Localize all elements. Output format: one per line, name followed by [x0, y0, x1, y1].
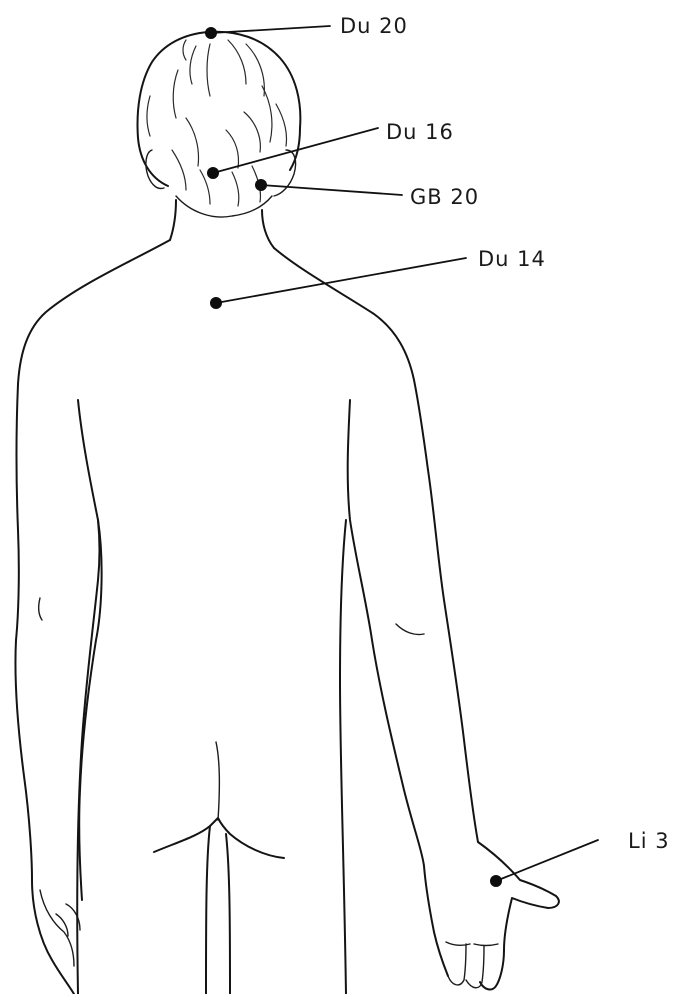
- right-arm-inner: [348, 400, 424, 866]
- head-outline: [138, 32, 301, 186]
- hair-strands: [147, 40, 287, 206]
- du20-label: Du 20: [340, 14, 408, 38]
- left-torso-side: [77, 520, 99, 994]
- acupoint-du20[interactable]: Du 20: [205, 14, 408, 39]
- gb20-point[interactable]: [255, 179, 267, 191]
- du14-point[interactable]: [210, 297, 222, 309]
- right-shoulder-arm: [274, 248, 478, 842]
- nape-hairline: [176, 196, 272, 217]
- du14-leader: [216, 258, 466, 303]
- neck-left: [170, 200, 176, 240]
- gb20-leader: [261, 185, 402, 195]
- acupoint-gb20[interactable]: GB 20: [255, 179, 479, 209]
- neck-right: [262, 210, 274, 248]
- du20-leader: [211, 26, 330, 33]
- right-leg-inner: [226, 834, 230, 994]
- gluteal-fold: [154, 818, 284, 858]
- du16-label: Du 16: [386, 120, 454, 144]
- gb20-label: GB 20: [410, 185, 479, 209]
- acupoint-li3[interactable]: Li 3: [490, 829, 670, 887]
- left-leg-inner: [206, 826, 210, 994]
- du16-point[interactable]: [207, 167, 219, 179]
- left-shoulder-arm: [15, 240, 170, 994]
- left-elbow-crease: [39, 598, 42, 620]
- du20-point[interactable]: [205, 27, 217, 39]
- li3-point[interactable]: [490, 875, 502, 887]
- acupoint-du14[interactable]: Du 14: [210, 247, 546, 309]
- li3-leader: [496, 840, 598, 881]
- right-elbow-crease: [396, 624, 424, 635]
- right-hand-fingers: [446, 942, 498, 988]
- li3-label: Li 3: [628, 829, 670, 853]
- du14-label: Du 14: [478, 247, 546, 271]
- right-ear: [274, 150, 296, 196]
- body-figure: [15, 32, 558, 994]
- spine-line: [216, 742, 219, 820]
- acupoint-du16[interactable]: Du 16: [207, 120, 454, 179]
- left-hand: [40, 890, 80, 966]
- right-torso-side: [340, 520, 346, 994]
